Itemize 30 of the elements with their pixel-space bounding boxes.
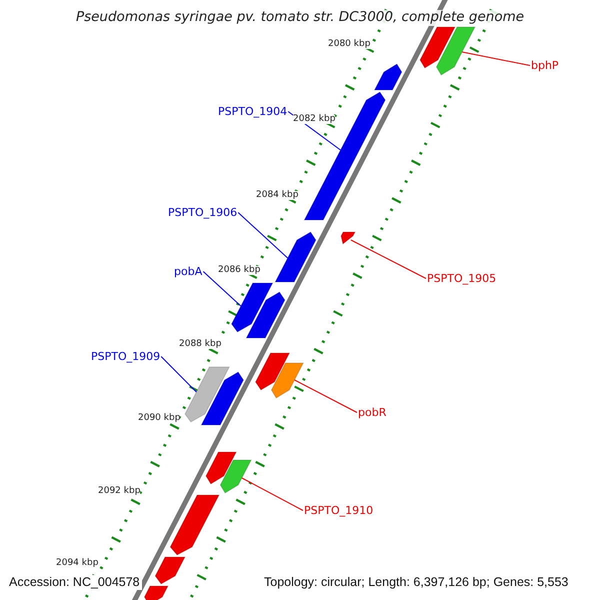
accession-text: Accession: NC_004578 [7,575,142,590]
leader-line [294,380,358,413]
gene-label: pobA [174,266,202,277]
gene-label: PSPTO_1905 [427,273,496,284]
gene-label: PSPTO_1909 [91,351,160,362]
tick-label: 2082 kbp [293,115,336,124]
gene-label: PSPTO_1910 [304,505,374,516]
gene-label: bphP [531,60,559,71]
gene-feature [270,362,304,399]
leader-line [202,271,242,306]
tick-label: 2086 kbp [218,266,260,275]
leader-line [462,52,530,66]
tick-label: 2080 kbp [328,40,370,49]
gene-label: pobR [358,407,386,418]
leader-line [241,478,304,511]
tick-label: 2094 kbp [56,559,98,568]
gene-feature [230,282,274,333]
genome-summary: Topology: circular; Length: 6,397,126 bp; Genes: 5,553 [262,575,570,590]
gene-feature [184,366,230,423]
gene-feature [436,26,476,76]
leader-line [350,240,426,279]
gene-feature [220,460,252,494]
leader-line [160,356,197,392]
tick-label: 2092 kbp [98,487,140,496]
gene-feature [340,232,356,245]
tick-label: 2088 kbp [179,340,222,349]
gene-feature [274,231,316,282]
gene-label: PSPTO_1906 [168,207,238,218]
leader-line [238,212,288,258]
gene-label: PSPTO_1904 [218,106,288,117]
